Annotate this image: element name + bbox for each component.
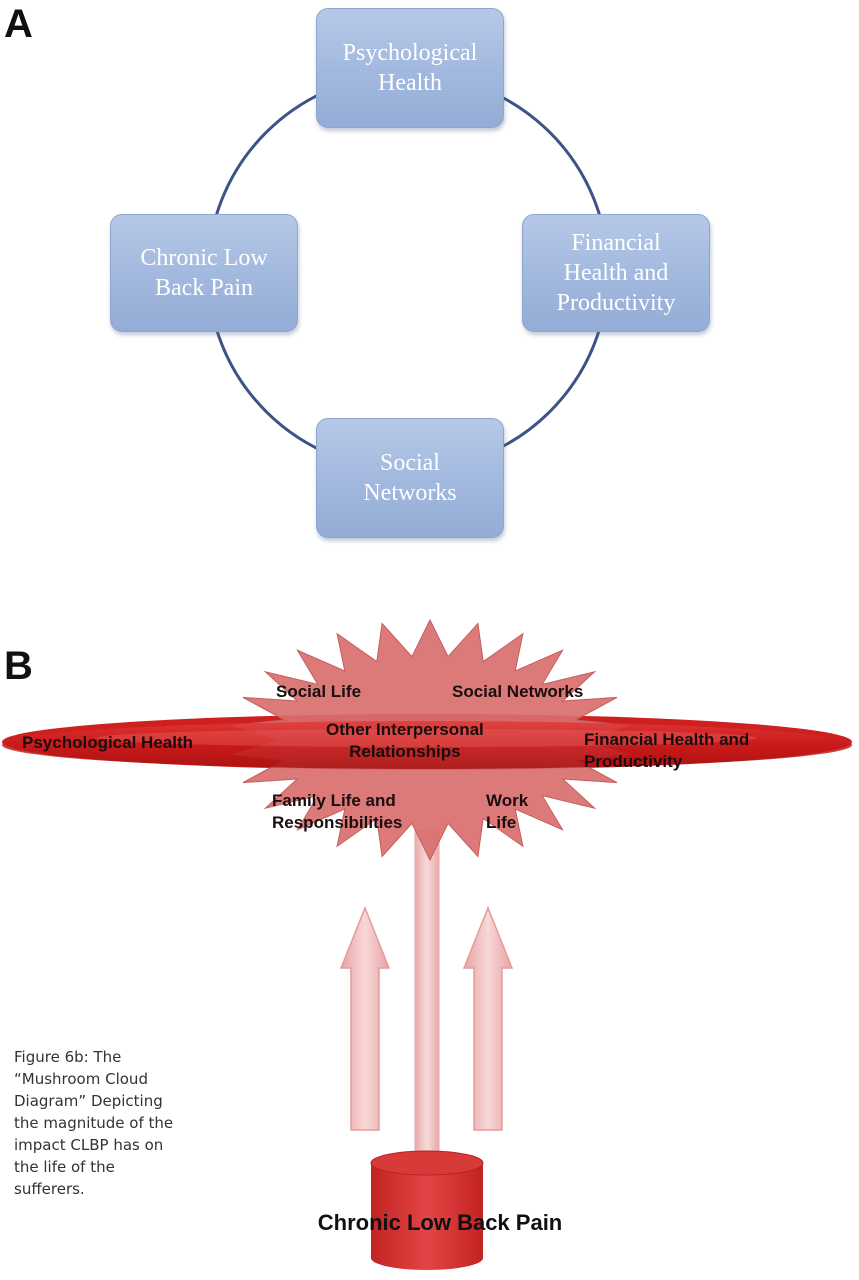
source-label: Chronic Low Back Pain bbox=[317, 1210, 563, 1235]
label-social-networks: Social Networks bbox=[452, 682, 584, 701]
stem bbox=[414, 829, 440, 1166]
panel-b-letter: B bbox=[4, 644, 33, 688]
node-financial-health: Financial Health and Productivity bbox=[522, 214, 710, 332]
disc-highlight bbox=[97, 729, 757, 747]
node-financial-health-label: Financial Health and Productivity bbox=[556, 230, 676, 316]
label-family-life: Family Life and Responsibilities bbox=[272, 791, 403, 832]
arrow-up-right bbox=[462, 905, 514, 1131]
label-social-life: Social Life bbox=[276, 682, 362, 701]
node-chronic-low-back-pain: Chronic Low Back Pain bbox=[110, 214, 298, 332]
node-chronic-low-back-pain-label: Chronic Low Back Pain bbox=[140, 245, 268, 301]
node-social-networks-label: Social Networks bbox=[363, 450, 457, 506]
arrow-up-left bbox=[339, 905, 391, 1131]
label-financial-health: Financial Health and Productivity bbox=[584, 730, 750, 771]
panel-a-letter: A bbox=[4, 2, 33, 46]
node-psychological-health: Psychological Health bbox=[316, 8, 504, 128]
node-psychological-health-label: Psychological Health bbox=[342, 40, 478, 96]
disc-front bbox=[2, 721, 852, 769]
node-social-networks: Social Networks bbox=[316, 418, 504, 538]
label-work-life: Work Life bbox=[486, 791, 529, 832]
cylinder-top bbox=[370, 1150, 484, 1176]
label-other-interpersonal-relationships: Other Interpersonal Relationships bbox=[326, 720, 484, 761]
figure-caption: Figure 6b: The “Mushroom Cloud Diagram” … bbox=[14, 1048, 174, 1198]
cylinder-body bbox=[371, 1163, 483, 1270]
label-psychological-health: Psychological Health bbox=[22, 733, 193, 752]
